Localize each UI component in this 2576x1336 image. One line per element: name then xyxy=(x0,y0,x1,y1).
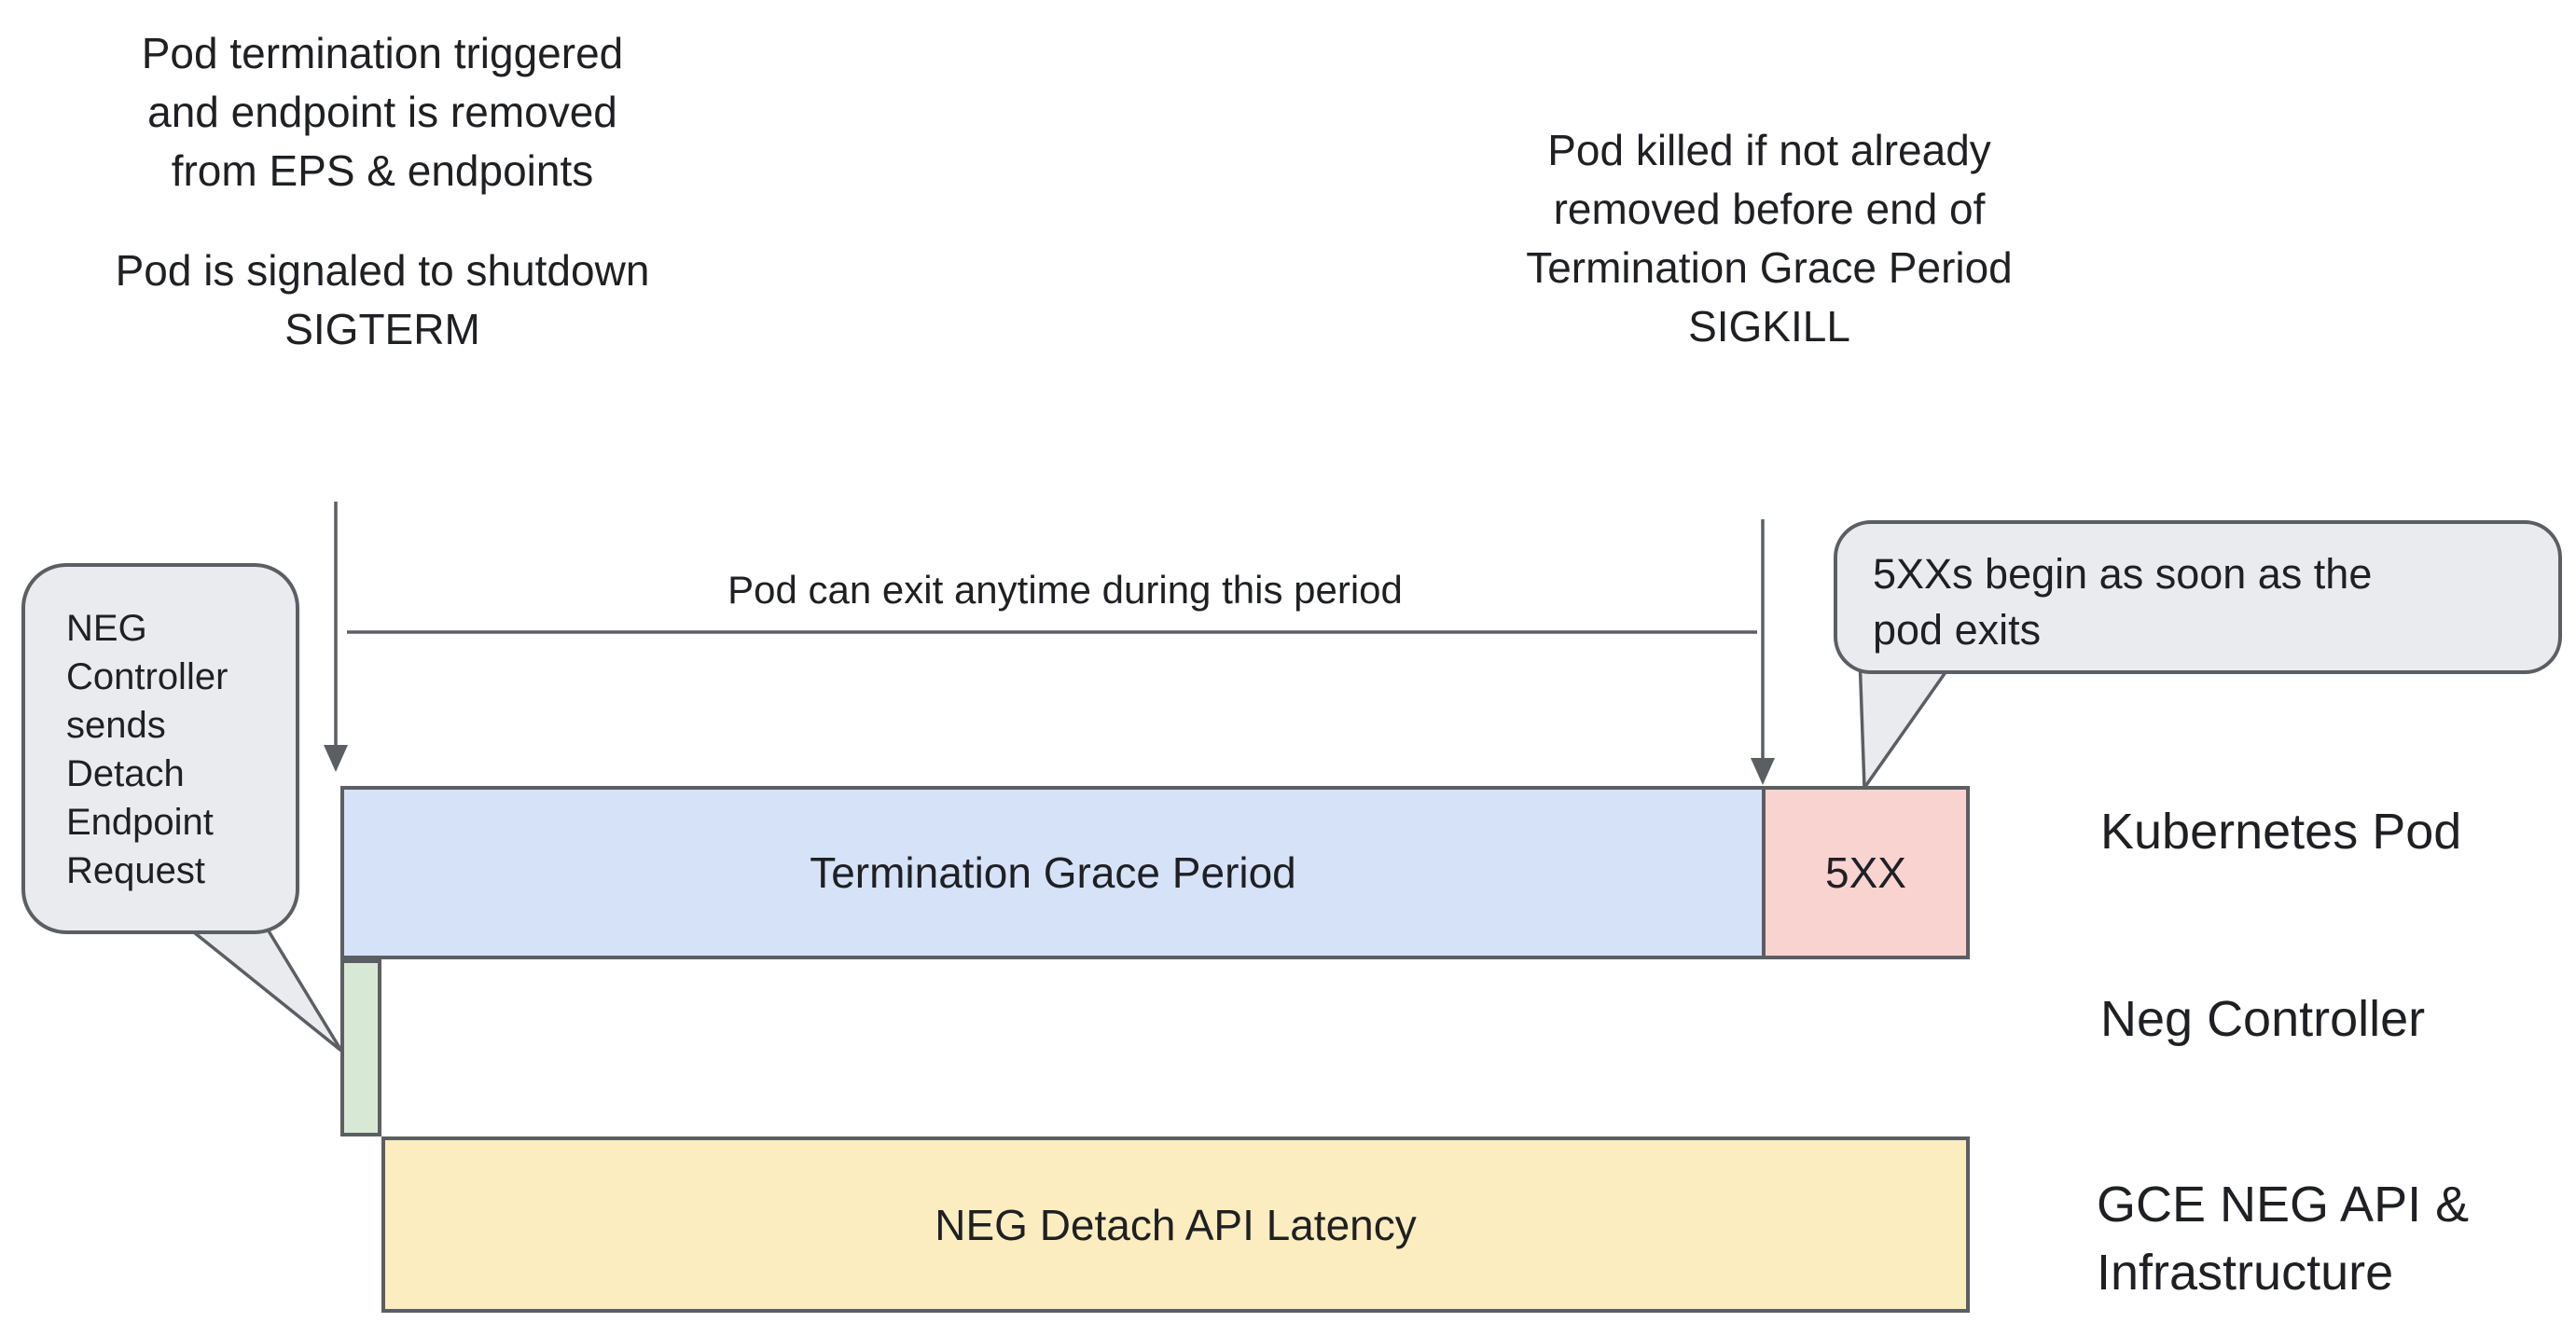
lane-label-neg-controller: Neg Controller xyxy=(2100,991,2426,1047)
callout-line: Request xyxy=(66,850,205,891)
bar-label: Termination Grace Period xyxy=(810,848,1296,897)
sigterm-arrowhead-icon xyxy=(324,745,348,772)
lane-label-gce-neg-api: GCE NEG API & Infrastructure xyxy=(2097,1171,2469,1307)
bar-termination-grace-period: Termination Grace Period xyxy=(340,786,1766,959)
annotation-line: Termination Grace Period xyxy=(1526,243,2013,292)
annotation-line: removed before end of xyxy=(1553,185,1986,233)
bar-neg-detach-request xyxy=(340,959,381,1136)
annotation-line: Pod is signaled to shutdown xyxy=(115,246,650,295)
lane-label-line: GCE NEG API & xyxy=(2097,1177,2470,1233)
lane-label-kubernetes-pod: Kubernetes Pod xyxy=(2100,804,2462,860)
annotation-pod-killed: Pod killed if not already removed before… xyxy=(1452,121,2086,356)
annotation-line: from EPS & endpoints xyxy=(171,146,594,195)
annotation-line: Pod termination triggered xyxy=(141,29,624,77)
bubble-right-tail xyxy=(1858,654,1959,790)
lane-label-line: Infrastructure xyxy=(2097,1245,2394,1301)
callout-line: Detach xyxy=(66,753,185,794)
sigkill-arrowhead-icon xyxy=(1751,758,1775,785)
annotation-line: Pod killed if not already xyxy=(1547,126,1991,174)
callout-line: pod exits xyxy=(1873,606,2042,654)
callout-line: NEG xyxy=(66,608,147,649)
callout-line: sends xyxy=(66,705,166,746)
callout-line: Controller xyxy=(66,656,229,697)
annotation-line: and endpoint is removed xyxy=(147,88,617,136)
annotation-line: SIGKILL xyxy=(1688,302,1850,351)
bubble-left-tail xyxy=(183,923,343,1053)
callout-line: Endpoint xyxy=(66,802,214,843)
callout-neg-controller-detach: NEG Controller sends Detach Endpoint Req… xyxy=(21,563,299,934)
bar-neg-detach-api-latency: NEG Detach API Latency xyxy=(381,1136,1970,1313)
bar-label: NEG Detach API Latency xyxy=(935,1200,1417,1249)
span-label-pod-can-exit: Pod can exit anytime during this period xyxy=(727,568,1403,612)
annotation-line: SIGTERM xyxy=(284,305,480,353)
annotation-pod-termination: Pod termination triggered and endpoint i… xyxy=(75,24,690,359)
callout-line: 5XXs begin as soon as the xyxy=(1873,550,2373,598)
bar-label: 5XX xyxy=(1825,848,1906,897)
bar-5xx: 5XX xyxy=(1766,786,1970,959)
callout-5xx-begin: 5XXs begin as soon as the pod exits xyxy=(1834,520,2562,674)
